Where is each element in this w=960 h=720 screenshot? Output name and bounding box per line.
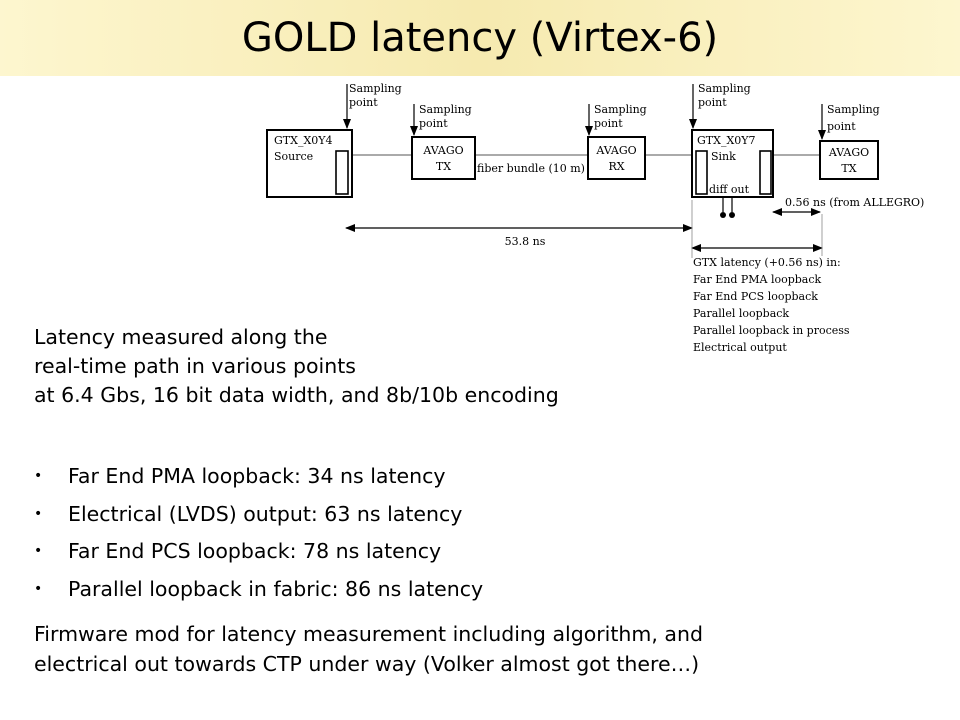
intro-text: Latency measured along the real-time pat…	[34, 323, 559, 410]
sampling-label: Sampling	[419, 103, 472, 116]
sampling-point-5: Sampling point	[818, 103, 880, 140]
block-avago-rx: AVAGO RX	[587, 136, 646, 180]
footer-line: electrical out towards CTP under way (Vo…	[34, 652, 700, 676]
bullet-icon: •	[34, 468, 43, 484]
block-label: GTX_X0Y7	[697, 134, 756, 147]
block-label: RX	[608, 160, 624, 173]
bullet-text: Electrical (LVDS) output: 63 ns latency	[68, 501, 463, 526]
slide-title: GOLD latency (Virtex-6)	[241, 15, 719, 61]
note-line: Far End PMA loopback	[693, 273, 822, 286]
note-line: Far End PCS loopback	[693, 290, 818, 303]
sampling-label: point	[349, 96, 378, 109]
sampling-label: point	[698, 96, 727, 109]
bullet-item: • Far End PMA loopback: 34 ns latency	[34, 458, 483, 496]
diff-out-dot	[729, 212, 735, 218]
note-line: Parallel loopback in process	[693, 324, 850, 337]
sampling-label: Sampling	[349, 82, 402, 95]
title-bar	[0, 0, 960, 76]
footer-text: Firmware mod for latency measurement inc…	[34, 619, 703, 679]
block-gtx-x0y4: GTX_X0Y4 Source	[266, 129, 353, 198]
intro-line: real-time path in various points	[34, 354, 356, 378]
block-avago-tx-2: AVAGO TX	[819, 140, 879, 180]
bullet-icon: •	[34, 580, 43, 597]
note-line: GTX latency (+0.56 ns) in:	[693, 256, 841, 269]
gtx-latency-notes: GTX latency (+0.56 ns) in: Far End PMA l…	[693, 256, 850, 354]
bullet-text: Far End PMA loopback: 34 ns latency	[68, 464, 446, 488]
note-line: Electrical output	[693, 341, 787, 354]
bullet-icon: •	[34, 505, 43, 522]
bullet-item: • Parallel loopback in fabric: 86 ns late…	[34, 571, 483, 609]
bullet-text: Far End PCS loopback: 78 ns latency	[68, 539, 442, 563]
block-label: Source	[274, 150, 313, 163]
bullet-item: • Electrical (LVDS) output: 63 ns latency	[34, 496, 483, 534]
sampling-label: point	[827, 120, 856, 133]
block-label: AVAGO	[828, 146, 869, 159]
block-label: diff out	[709, 183, 750, 196]
sampling-point-2: Sampling point	[410, 103, 472, 136]
block-label: TX	[436, 160, 451, 173]
sampling-label: Sampling	[827, 103, 880, 116]
bullet-text: Parallel loopback in fabric: 86 ns laten…	[68, 576, 484, 601]
block-avago-tx-1: AVAGO TX	[411, 136, 476, 180]
sampling-point-3: Sampling point	[585, 103, 647, 136]
sampling-label: Sampling	[594, 103, 647, 116]
sampling-label: point	[419, 117, 448, 130]
sampling-label: Sampling	[698, 82, 751, 95]
sampling-point-4: Sampling point	[689, 82, 751, 129]
block-label: Sink	[711, 150, 736, 163]
diff-out-dot	[720, 212, 726, 218]
block-label: AVAGO	[422, 144, 463, 157]
fiber-label: fiber bundle (10 m)	[477, 162, 585, 175]
block-gtx-x0y7: GTX_X0Y7 Sink diff out	[691, 129, 774, 218]
block-label: AVAGO	[595, 144, 636, 157]
intro-line: at 6.4 Gbs, 16 bit data width, and 8b/10…	[34, 383, 559, 407]
bullet-item: • Far End PCS loopback: 78 ns latency	[34, 533, 483, 571]
sampling-label: point	[594, 117, 623, 130]
footer-line: Firmware mod for latency measurement inc…	[34, 622, 703, 646]
intro-line: Latency measured along the	[34, 325, 328, 349]
span-label: 53.8 ns	[505, 235, 546, 248]
sampling-point-1: Sampling point	[343, 82, 402, 129]
latency-bullet-list: • Far End PMA loopback: 34 ns latency • El…	[34, 458, 483, 608]
block-label: TX	[841, 162, 856, 175]
note-line: Parallel loopback	[693, 307, 789, 320]
block-label: GTX_X0Y4	[274, 134, 333, 147]
bullet-icon: •	[34, 543, 43, 559]
allegro-label: 0.56 ns (from ALLEGRO)	[785, 196, 924, 209]
